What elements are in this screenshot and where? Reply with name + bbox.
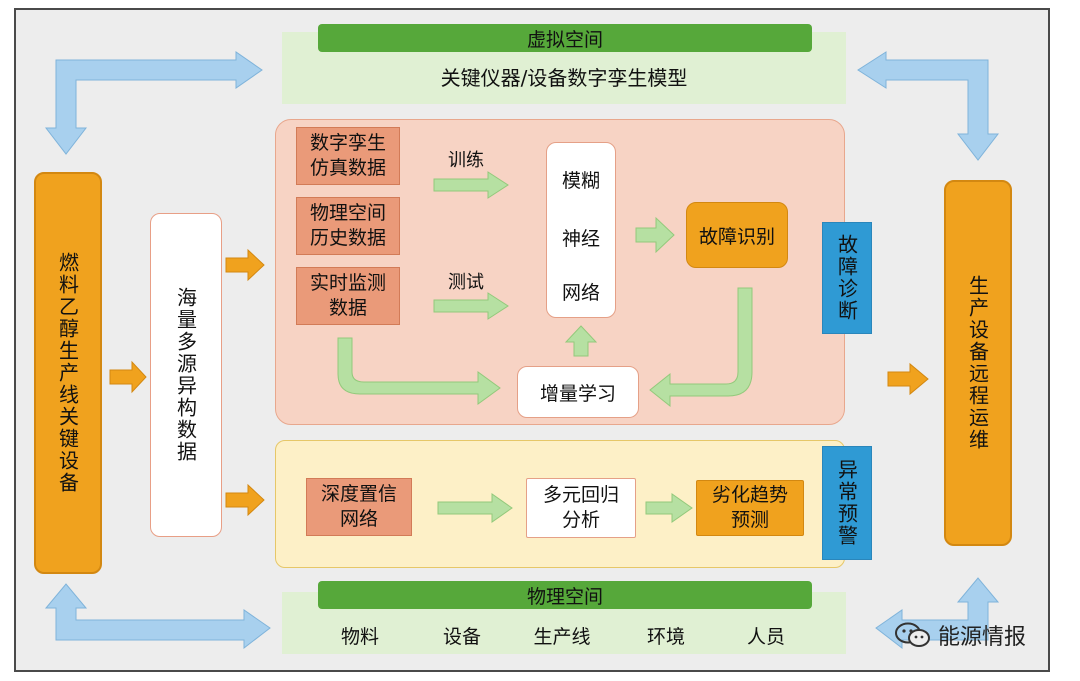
green-arrows <box>337 171 753 523</box>
multi-source-data-box: 海量多源异构数据 <box>150 213 222 537</box>
orange-arrow-left-to-data <box>109 360 147 394</box>
network-line2: 神经 <box>561 227 600 250</box>
multi-source-data-label: 海量多源异构数据 <box>173 287 198 463</box>
virtual-space-title: 虚拟空间 <box>318 24 812 52</box>
wechat-icon <box>894 621 932 649</box>
realtime-line2: 数据 <box>328 297 367 319</box>
fault-diagnosis-label-box: 故障诊断 <box>822 222 872 334</box>
physical-item-material: 物料 <box>340 625 379 648</box>
watermark-text: 能源情报 <box>938 625 1027 650</box>
right-remote-maintenance-label: 生产设备远程运维 <box>965 275 990 451</box>
anomaly-warning-label: 异常预警 <box>834 459 859 547</box>
physical-space-title: 物理空间 <box>318 581 812 609</box>
blue-arrow-bottom-left <box>44 583 271 650</box>
network-line3: 网络 <box>561 281 600 304</box>
fault-identification-box: 故障识别 <box>686 202 788 268</box>
history-line1: 物理空间 <box>309 202 386 224</box>
orange-arrow-data-to-warning <box>225 483 265 517</box>
fault-diagnosis-label: 故障诊断 <box>834 234 859 322</box>
deep-belief-network-box: 深度置信 网络 <box>306 478 412 536</box>
left-key-equipment-box: 燃料乙醇生产线关键设备 <box>34 172 102 574</box>
history-data-box: 物理空间 历史数据 <box>296 197 400 255</box>
history-line2: 历史数据 <box>309 227 386 249</box>
green-arrow-fault-to-incremental <box>649 287 753 408</box>
degradation-trend-box: 劣化趋势 预测 <box>696 480 804 536</box>
green-arrow-regression-to-trend <box>645 493 693 523</box>
digital-twin-model-label: 关键仪器/设备数字孪生模型 <box>440 65 688 90</box>
regression-line1: 多元回归 <box>542 484 619 506</box>
test-label: 测试 <box>448 272 484 293</box>
realtime-line1: 实时监测 <box>309 272 386 294</box>
anomaly-warning-label-box: 异常预警 <box>822 446 872 560</box>
network-line1: 模糊 <box>561 169 600 192</box>
physical-item-personnel: 人员 <box>746 625 785 648</box>
twin-sim-line2: 仿真数据 <box>309 157 386 179</box>
incremental-learning-box: 增量学习 <box>517 366 639 418</box>
orange-arrow-data-to-fault <box>225 248 265 282</box>
regression-line2: 分析 <box>561 509 600 531</box>
realtime-monitoring-data-box: 实时监测 数据 <box>296 267 400 325</box>
blue-arrow-top-left <box>44 51 263 155</box>
watermark: 能源情报 <box>894 618 1026 652</box>
green-arrow-realtime-to-incremental <box>337 337 501 405</box>
trend-line2: 预测 <box>730 509 769 531</box>
orange-arrow-to-right <box>887 362 929 396</box>
twin-simulation-data-box: 数字孪生 仿真数据 <box>296 127 400 185</box>
green-arrow-train <box>433 171 509 199</box>
fuzzy-neural-network-box: 模糊 神经 网络 <box>546 142 616 318</box>
trend-line1: 劣化趋势 <box>711 484 788 506</box>
belief-line2: 网络 <box>339 508 378 530</box>
green-arrow-network-to-fault <box>635 216 675 254</box>
physical-item-environment: 环境 <box>646 625 685 648</box>
physical-item-equipment: 设备 <box>442 625 481 648</box>
green-arrow-up-to-network <box>564 325 598 357</box>
belief-line1: 深度置信 <box>320 483 397 505</box>
train-label: 训练 <box>448 150 484 171</box>
orange-arrows <box>109 248 929 517</box>
green-arrow-test <box>433 292 509 320</box>
left-key-equipment-label: 燃料乙醇生产线关键设备 <box>55 252 80 494</box>
green-arrow-belief-to-regression <box>437 493 513 523</box>
blue-arrow-bottom-right <box>875 577 1000 650</box>
twin-sim-line1: 数字孪生 <box>309 132 386 154</box>
multiple-regression-box: 多元回归 分析 <box>526 478 636 538</box>
physical-item-production-line: 生产线 <box>533 625 591 648</box>
blue-arrow-top-right <box>857 51 1000 161</box>
right-remote-maintenance-box: 生产设备远程运维 <box>944 180 1012 546</box>
